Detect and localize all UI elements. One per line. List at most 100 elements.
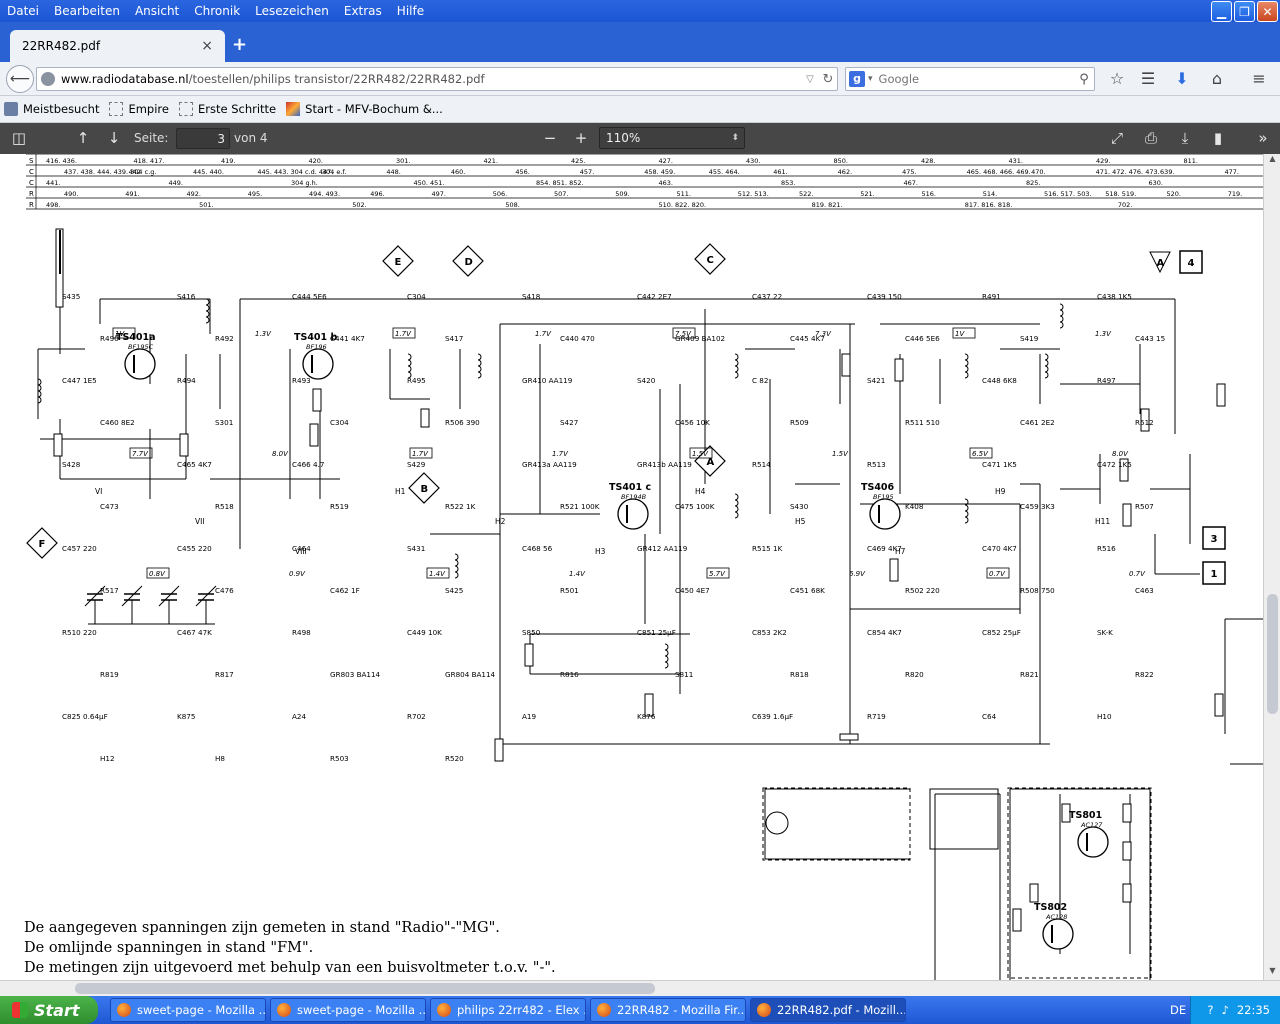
- table-cell: 719.: [1228, 190, 1242, 198]
- table-cell: 460.: [451, 168, 465, 176]
- table-key: C: [29, 179, 34, 187]
- previous-page-icon[interactable]: ↑: [76, 129, 90, 147]
- tab-close-icon[interactable]: ×: [201, 38, 213, 54]
- signal-label: H4: [695, 487, 706, 496]
- taskbar-item-active[interactable]: 22RR482.pdf - Mozill...: [750, 998, 906, 1022]
- taskbar-item[interactable]: sweet-page - Mozilla ...: [270, 998, 426, 1022]
- reload-icon[interactable]: ↻: [822, 71, 834, 87]
- taskbar-item[interactable]: philips 22rr482 - Elex ...: [430, 998, 586, 1022]
- component-label: S417: [445, 334, 463, 343]
- voltage-frame: [672, 327, 696, 339]
- download-icon[interactable]: ⬇: [1175, 69, 1189, 88]
- back-button[interactable]: ⟵: [6, 65, 34, 93]
- component-label: S431: [407, 544, 425, 553]
- page-number-input[interactable]: [176, 128, 230, 149]
- search-magnifier-icon[interactable]: ⚲: [1079, 71, 1089, 87]
- coil-winding: [205, 298, 210, 306]
- menu-extras[interactable]: Extras: [343, 4, 382, 18]
- menu-bearbeiten[interactable]: Bearbeiten: [54, 4, 120, 18]
- bookmark-icon[interactable]: ▮: [1213, 129, 1223, 147]
- google-icon[interactable]: g: [849, 71, 865, 87]
- restore-button[interactable]: ❐: [1234, 1, 1255, 22]
- component-label: GR409 BA102: [675, 334, 725, 343]
- zoom-in-icon[interactable]: +: [574, 129, 588, 147]
- vertical-scrollbar[interactable]: ▲ ▼: [1263, 154, 1280, 980]
- url-dropdown-icon[interactable]: ▽: [806, 73, 814, 85]
- volume-icon[interactable]: ♪: [1221, 1003, 1229, 1017]
- component-label: R503: [330, 754, 349, 763]
- bookmarks-list-icon[interactable]: ☰: [1140, 69, 1156, 88]
- sidebar-toggle-icon[interactable]: ◫: [11, 129, 27, 147]
- voltage-frame: [952, 327, 976, 339]
- table-cell: 430.: [746, 157, 760, 165]
- coil-winding: [1044, 365, 1049, 373]
- home-icon[interactable]: ⌂: [1211, 69, 1223, 88]
- menu-chronik[interactable]: Chronik: [194, 4, 241, 18]
- fullscreen-icon[interactable]: ⤢: [1110, 129, 1123, 147]
- voltage-label: 8.0V: [272, 450, 289, 458]
- menu-hilfe[interactable]: Hilfe: [396, 4, 425, 18]
- horizontal-scrollbar[interactable]: [0, 980, 1280, 996]
- bookmark-empire[interactable]: Empire: [109, 102, 169, 116]
- voltage-label: 1.3V: [255, 330, 272, 338]
- coil-winding: [205, 304, 210, 312]
- voltage-label: 1.4V: [429, 570, 446, 578]
- help-icon[interactable]: ?: [1207, 1003, 1214, 1017]
- signal-label: H9: [995, 487, 1006, 496]
- table-cell: 462.: [838, 168, 852, 176]
- url-host: www.radiodatabase.nl: [61, 72, 189, 86]
- coil-winding: [664, 655, 669, 663]
- bookmark-erste-schritte[interactable]: Erste Schritte: [178, 102, 276, 116]
- menu-datei[interactable]: Datei: [7, 4, 40, 18]
- component-label: R702: [407, 712, 426, 721]
- tab-22rr482-pdf[interactable]: 22RR482.pdf ×: [10, 30, 225, 62]
- measurement-notes: De aangegeven spanningen zijn gemeten in…: [24, 918, 556, 978]
- start-button[interactable]: Start: [0, 996, 98, 1024]
- menu-lesezeichen[interactable]: Lesezeichen: [255, 4, 329, 18]
- print-icon[interactable]: ⎙: [1144, 129, 1157, 147]
- minimize-button[interactable]: ▁: [1211, 1, 1232, 22]
- table-cell: 450. 451.: [414, 179, 445, 187]
- globe-icon: [41, 72, 55, 86]
- table-cell: 492.: [187, 190, 201, 198]
- scroll-down-icon[interactable]: ▼: [1269, 966, 1276, 975]
- component-label: C465 4K7: [177, 460, 212, 469]
- zoom-out-icon[interactable]: −: [543, 129, 557, 147]
- search-input[interactable]: [878, 72, 1074, 86]
- page-icon: [178, 102, 193, 116]
- language-indicator[interactable]: DE: [1170, 1003, 1187, 1017]
- coil-winding: [477, 353, 482, 361]
- url-text[interactable]: www.radiodatabase.nl/toestellen/philips …: [61, 72, 801, 86]
- taskbar-item[interactable]: sweet-page - Mozilla ...: [110, 998, 266, 1022]
- voltage-label: 8.0V: [1112, 450, 1129, 458]
- bookmark-start-mfv[interactable]: Start - MFV-Bochum &...: [286, 102, 443, 116]
- url-bar[interactable]: www.radiodatabase.nl/toestellen/philips …: [36, 67, 838, 91]
- component-label: S429: [407, 460, 426, 469]
- component-label: C461 2E2: [1020, 418, 1055, 427]
- zoom-select[interactable]: 110%⬍: [599, 127, 745, 149]
- new-tab-button[interactable]: +: [232, 34, 248, 55]
- signal-label: H11: [1095, 517, 1110, 526]
- vertical-scroll-thumb[interactable]: [1267, 594, 1278, 714]
- bookmark-meistbesucht[interactable]: Meistbesucht: [4, 102, 99, 116]
- tools-chevron-icon[interactable]: »: [1258, 129, 1268, 147]
- table-cell: 445. 440.: [193, 168, 224, 176]
- save-icon[interactable]: ⤓: [1181, 129, 1189, 147]
- hamburger-menu-icon[interactable]: ≡: [1252, 69, 1266, 88]
- close-window-button[interactable]: ✕: [1257, 1, 1278, 22]
- search-engine-dropdown-icon[interactable]: ▾: [868, 74, 873, 84]
- component-label: C472 1K5: [1097, 460, 1132, 469]
- table-cell: 811.: [1184, 157, 1198, 165]
- component-label: H10: [1097, 712, 1112, 721]
- horizontal-scroll-thumb[interactable]: [75, 983, 655, 994]
- scroll-up-icon[interactable]: ▲: [1269, 154, 1276, 163]
- next-page-icon[interactable]: ↓: [107, 129, 121, 147]
- bookmark-star-icon[interactable]: ☆: [1109, 69, 1125, 88]
- search-bar[interactable]: g ▾ ⚲: [845, 67, 1095, 91]
- amplifier-enclosure: [1007, 787, 1152, 979]
- component-label: GR412 AA119: [637, 544, 688, 553]
- component-label: SK-K: [1097, 628, 1113, 637]
- taskbar-item[interactable]: 22RR482 - Mozilla Fir...: [590, 998, 746, 1022]
- menu-ansicht[interactable]: Ansicht: [134, 4, 180, 18]
